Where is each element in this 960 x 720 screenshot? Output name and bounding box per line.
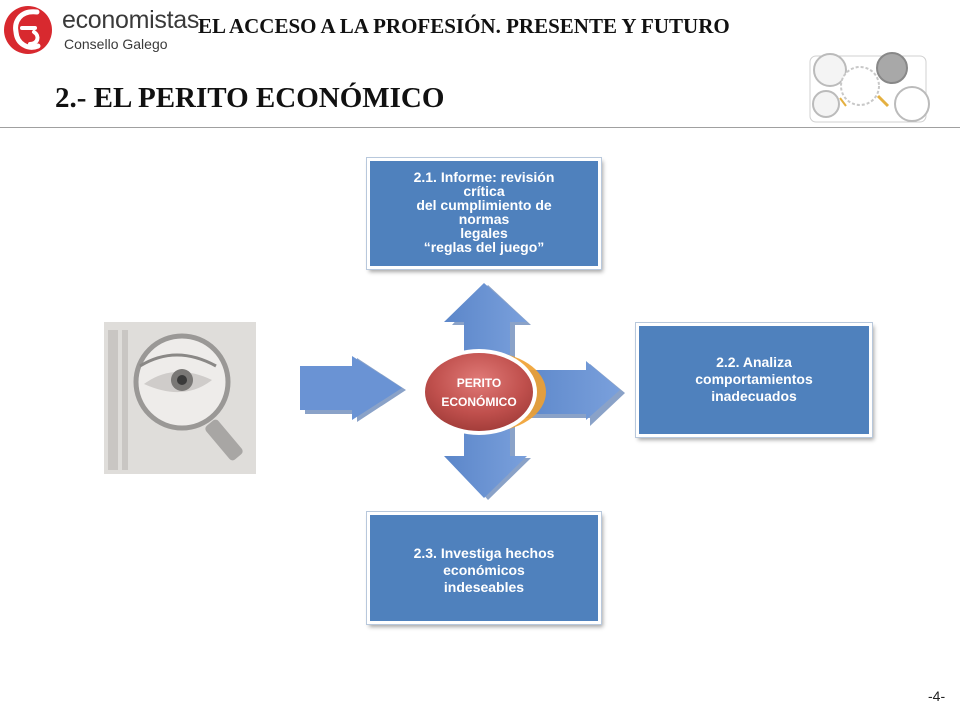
center-ellipse: [425, 353, 533, 431]
box-text-line: “reglas del juego”: [423, 239, 545, 255]
box-text-line: legales: [460, 225, 508, 241]
box-text-line: crítica: [463, 183, 505, 199]
header-divider: [0, 127, 960, 128]
logo-subtitle: Consello Galego: [64, 36, 168, 52]
box-text-line: 2.2. Analiza: [716, 354, 792, 370]
box-informe: 2.1. Informe: revisión crítica del cumpl…: [367, 158, 601, 269]
box-text-line: indeseables: [443, 579, 525, 595]
logo-wordmark: economistas: [62, 6, 200, 34]
center-label: PERITO ECONÓMICO: [424, 374, 534, 412]
decorative-circles-icon: [809, 52, 930, 123]
logo-mark-icon: [4, 6, 52, 54]
box-text-line: del cumplimiento de: [416, 197, 552, 213]
center-label-line: PERITO: [456, 376, 502, 390]
box-text-line: comportamientos: [695, 371, 813, 387]
box-analiza: 2.2. Analiza comportamientos inadecuados: [636, 323, 872, 437]
box-text-line: 2.1. Informe: revisión: [413, 169, 555, 185]
arrow-input-icon: [300, 356, 406, 422]
header-title: EL ACCESO A LA PROFESIÓN. PRESENTE Y FUT…: [198, 14, 730, 38]
slide-title: 2.- EL PERITO ECONÓMICO: [55, 82, 445, 114]
box-text-line: normas: [458, 211, 510, 227]
box-text-line: 2.3. Investiga hechos: [413, 545, 555, 561]
center-label-line: ECONÓMICO: [441, 395, 517, 409]
box-text-line: inadecuados: [711, 388, 797, 404]
economistas-logo: economistas Consello Galego: [4, 2, 204, 58]
box-text-line: económicos: [443, 562, 525, 578]
magnifier-eye-photo: [104, 322, 256, 474]
page-number: -4-: [928, 688, 946, 704]
box-investiga: 2.3. Investiga hechos económicos indesea…: [367, 512, 601, 624]
